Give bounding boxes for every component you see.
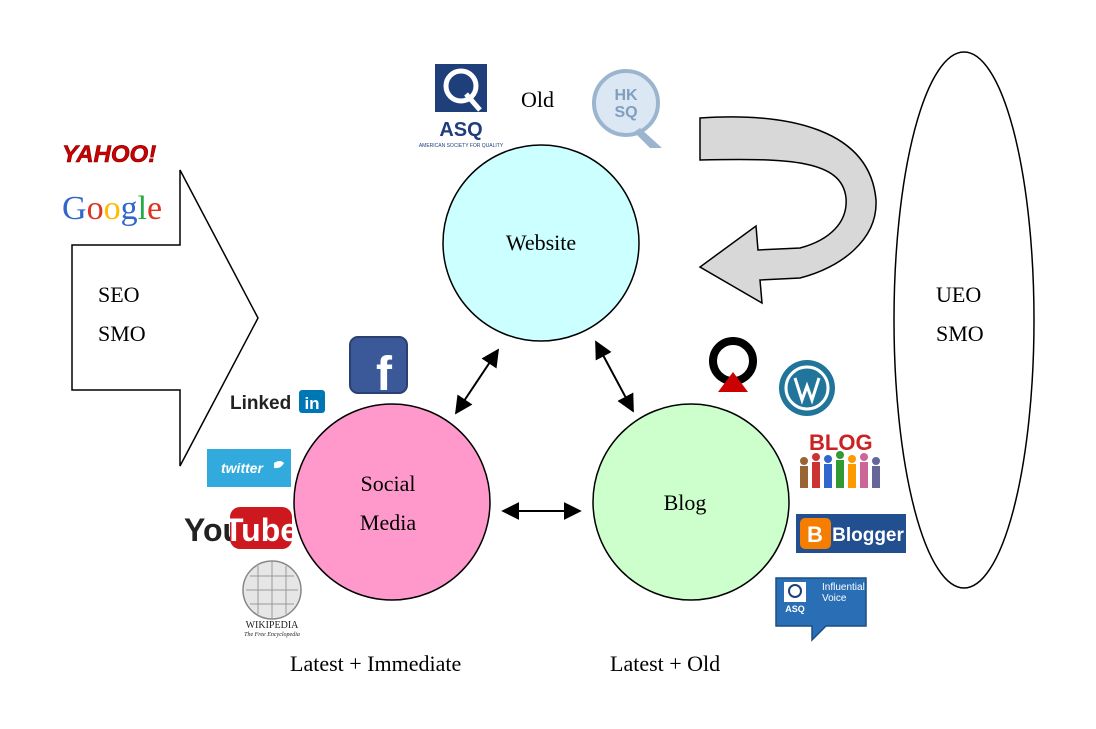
website-social-arrow [455, 348, 499, 415]
blog-label: Blog [664, 490, 707, 515]
blogger-text: Blogger [832, 525, 904, 546]
website-label: Website [506, 230, 576, 255]
blog-caption: Latest + Old [610, 651, 720, 676]
hksq-logo: HK SQ [592, 69, 662, 148]
linkedin-text: Linked [230, 393, 291, 414]
asq-small-text: ASQ [785, 604, 805, 614]
wordpress-logo [779, 360, 835, 416]
seo-arrow-shape [71, 169, 259, 467]
asq-text: ASQ [439, 119, 482, 141]
seo-label: SEO [98, 282, 140, 307]
ueo-ellipse [893, 51, 1035, 589]
website-circle [442, 144, 640, 342]
social-caption: Latest + Immediate [290, 651, 461, 676]
facebook-logo: f [349, 336, 408, 401]
blog-word: BLOG [809, 430, 873, 455]
influential-text: Influential [822, 582, 865, 593]
people-figures [800, 451, 880, 488]
wikipedia-logo: WIKIPEDIA The Free Encyclopedia [242, 560, 302, 638]
linkedin-in: in [304, 394, 319, 413]
facebook-f: f [376, 348, 393, 401]
hksq-bottom: SQ [614, 104, 637, 121]
youtube-tube: Tube [224, 512, 298, 548]
twitter-text: twitter [221, 460, 265, 476]
influential-voice-logo: ASQ Influential Voice [775, 577, 867, 642]
twitter-logo: twitter [207, 449, 291, 487]
youtube-logo: You Tube [184, 507, 298, 549]
social-label: Social [361, 471, 416, 496]
hksq-top: HK [614, 87, 638, 104]
smo-label-right: SMO [936, 321, 984, 346]
blogger-logo: B Blogger [796, 514, 906, 553]
social-media-circle [293, 403, 491, 601]
wikipedia-text: WIKIPEDIA [246, 620, 300, 631]
google-logo: Google [62, 190, 162, 227]
asq-blog-icon [709, 337, 757, 392]
blog-circle [592, 403, 790, 601]
old-label: Old [521, 87, 554, 112]
curved-return-arrow [698, 116, 877, 305]
website-blog-arrow [595, 340, 634, 413]
asq-subtext: AMERICAN SOCIETY FOR QUALITY [419, 143, 504, 149]
smo-label-left: SMO [98, 321, 146, 346]
linkedin-logo: Linked in [230, 390, 325, 414]
yahoo-logo: YAHOO! [62, 141, 157, 169]
wikipedia-subtext: The Free Encyclopedia [244, 632, 300, 638]
voice-text: Voice [822, 593, 847, 604]
ueo-label: UEO [936, 282, 981, 307]
google-text: Google [62, 190, 162, 227]
blogger-b-icon: B [807, 522, 823, 547]
media-label: Media [360, 510, 416, 535]
blog-people-logo: BLOG [800, 430, 880, 488]
asq-logo: ASQ AMERICAN SOCIETY FOR QUALITY [419, 64, 504, 149]
yahoo-text: YAHOO! [62, 141, 156, 168]
